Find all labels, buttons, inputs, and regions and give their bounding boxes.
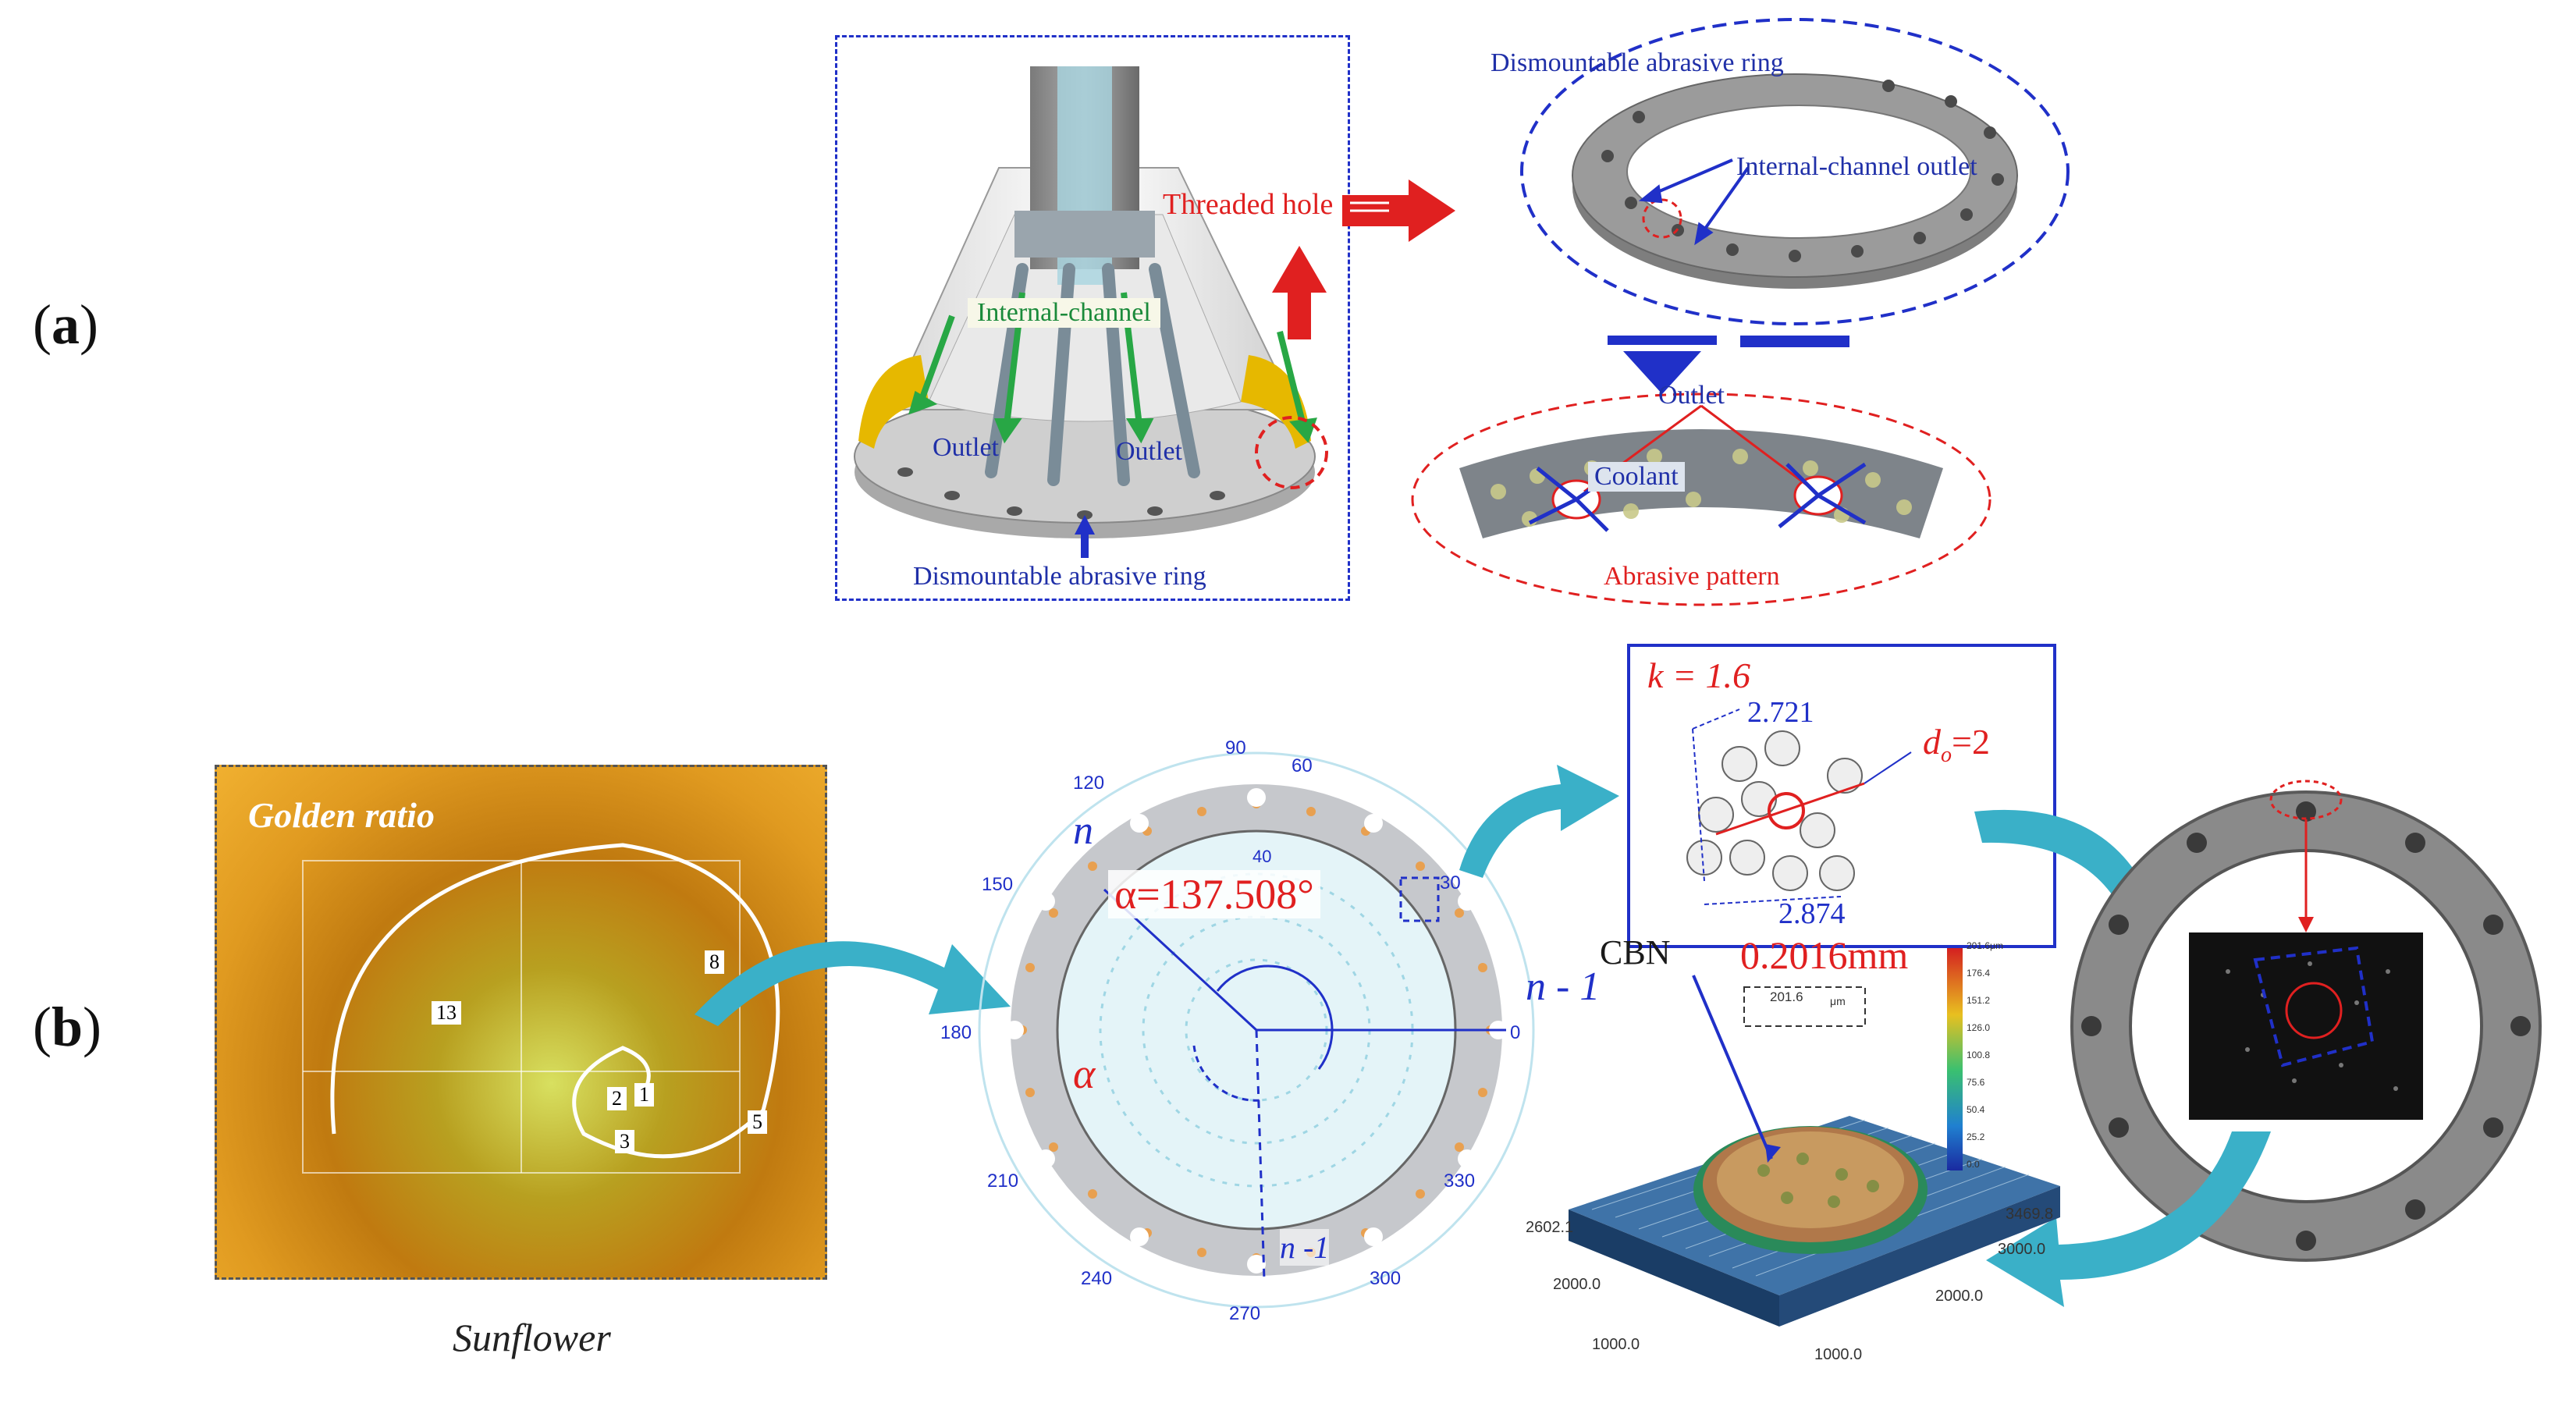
tick-240: 240 xyxy=(1081,1268,1113,1289)
tick-210: 210 xyxy=(987,1170,1019,1192)
tick-270: 270 xyxy=(1229,1303,1261,1324)
panel-a-label: (a) xyxy=(33,293,98,356)
dismountable-ring-bottom-label: Dismountable abrasive ring xyxy=(913,562,1206,591)
dismountable-ring-top-label: Dismountable abrasive ring xyxy=(1491,48,1784,77)
tick-300: 300 xyxy=(1370,1268,1402,1289)
tick-0: 0 xyxy=(1510,1022,1521,1043)
tick-330: 330 xyxy=(1444,1170,1476,1192)
arrow-to-pattern xyxy=(1459,765,1619,878)
colorbar-8: 0.0 xyxy=(1967,1159,1980,1170)
fib-1: 1 xyxy=(634,1083,654,1107)
n-minus-1-bottom: n -1 xyxy=(1280,1229,1330,1266)
tick-30: 30 xyxy=(1440,872,1461,893)
arrow-to-profile xyxy=(1986,1131,2271,1307)
tick-inner: 40 xyxy=(1252,847,1272,866)
tick-120: 120 xyxy=(1073,773,1105,794)
colorbar-4: 100.8 xyxy=(1967,1050,1991,1060)
abrasive-ring-illustration xyxy=(1520,18,2070,347)
axis-x-2000: 2000.0 xyxy=(1553,1276,1601,1293)
wheel-dashed-box xyxy=(835,35,1350,601)
colorbar-0: 201.6μm xyxy=(1967,940,2003,951)
outlet-left-label: Outlet xyxy=(933,433,999,462)
outlet-right-label: Outlet xyxy=(1116,437,1182,466)
colorbar-7: 25.2 xyxy=(1967,1131,1985,1142)
colorbar-3: 126.0 xyxy=(1967,1022,1991,1033)
tick-60a: 60 xyxy=(1292,755,1313,776)
threaded-hole-arrow xyxy=(1342,179,1455,242)
cbn-label: CBN xyxy=(1600,933,1671,972)
arrow-to-polar xyxy=(695,941,1011,1026)
axis-y-3469: 3469.8 xyxy=(2006,1206,2054,1223)
outlet-detail-label: Outlet xyxy=(1658,381,1725,410)
fib-2: 2 xyxy=(607,1087,627,1110)
tick-90: 90 xyxy=(1225,737,1246,758)
cbn-profile-3d xyxy=(1569,948,2060,1327)
coolant-label: Coolant xyxy=(1588,462,1685,492)
fib-5: 5 xyxy=(748,1110,767,1134)
axis-y-1000: 1000.0 xyxy=(1814,1346,1863,1363)
fib-8: 8 xyxy=(705,950,724,974)
spacing-2721: 2.721 xyxy=(1747,696,1814,729)
alpha-symbol: α xyxy=(1073,1050,1096,1097)
n-label: n xyxy=(1073,808,1093,853)
do-value: do=2 xyxy=(1923,722,1990,768)
threaded-hole-label: Threaded hole xyxy=(1163,188,1334,221)
axis-x-1000: 1000.0 xyxy=(1592,1336,1640,1353)
inset-value: 201.6 xyxy=(1770,989,1803,1004)
k-value: k = 1.6 xyxy=(1647,655,1750,695)
down-arrow xyxy=(1608,336,1717,394)
hole-pattern-box: k = 1.6 2.721 2.874 do=2 xyxy=(1627,644,2056,948)
golden-ratio-label: Golden ratio xyxy=(248,795,435,835)
ring-photo xyxy=(2070,780,2542,1262)
colorbar-1: 176.4 xyxy=(1967,968,1991,979)
spacing-2874: 2.874 xyxy=(1778,897,1846,930)
n-minus-1-right: n - 1 xyxy=(1526,964,1601,1009)
fib-3: 3 xyxy=(615,1130,634,1153)
axis-x-2602: 2602.1 xyxy=(1526,1219,1574,1236)
colorbar-2: 151.2 xyxy=(1967,995,1991,1006)
sunflower-photo: Golden ratio 13 8 2 1 3 5 xyxy=(215,765,827,1280)
sunflower-caption: Sunflower xyxy=(453,1316,611,1359)
height-label: 0.2016mm xyxy=(1740,933,1909,977)
inset-unit: μm xyxy=(1830,995,1846,1007)
fib-13: 13 xyxy=(432,1001,461,1025)
abrasive-pattern-label: Abrasive pattern xyxy=(1604,562,1780,591)
panel-b-label: (b) xyxy=(33,996,102,1058)
colorbar-6: 50.4 xyxy=(1967,1104,1985,1115)
axis-y-2000: 2000.0 xyxy=(1935,1288,1984,1305)
tick-150: 150 xyxy=(982,874,1014,895)
alpha-equation: α=137.508° xyxy=(1108,870,1320,918)
internal-channel-outlet-label: Internal-channel outlet xyxy=(1736,152,1977,181)
axis-y-3000: 3000.0 xyxy=(1998,1241,2046,1258)
tick-180: 180 xyxy=(940,1022,972,1043)
internal-channel-label: Internal-channel xyxy=(968,298,1160,328)
colorbar-5: 75.6 xyxy=(1967,1077,1985,1088)
